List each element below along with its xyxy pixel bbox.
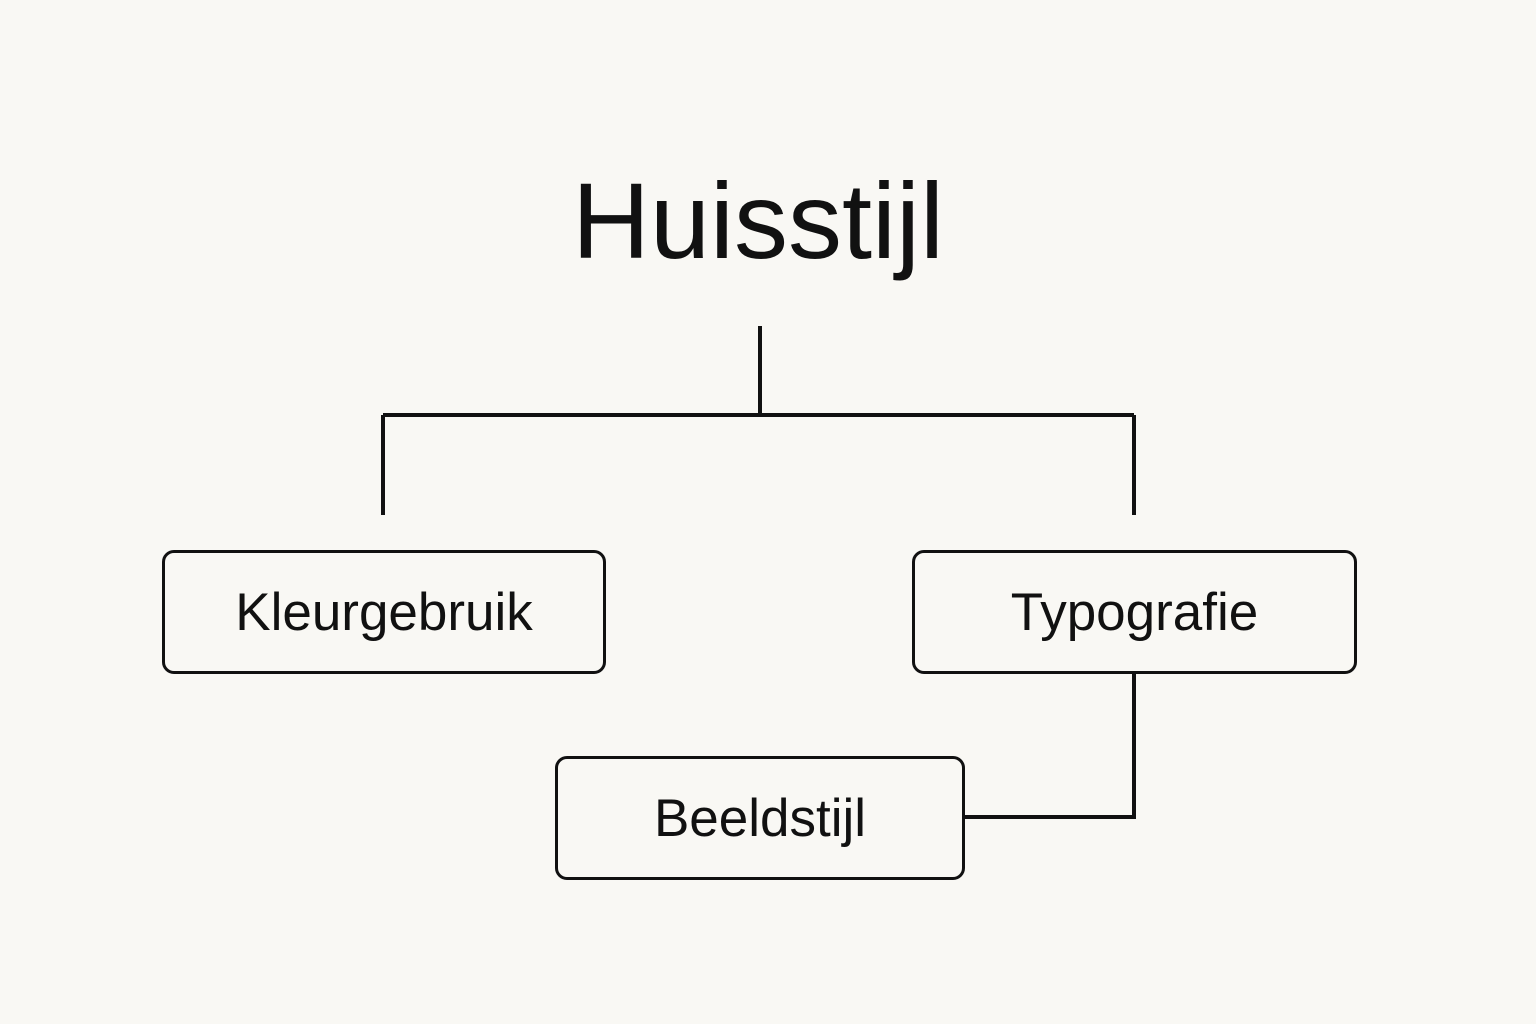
node-beeldstijl: Beeldstijl — [555, 756, 965, 880]
diagram-title: Huisstijl — [571, 160, 945, 281]
node-label-typografie: Typografie — [1010, 582, 1259, 642]
node-kleurgebruik: Kleurgebruik — [162, 550, 606, 674]
node-label-kleurgebruik: Kleurgebruik — [235, 582, 533, 642]
node-typografie: Typografie — [912, 550, 1357, 674]
node-label-beeldstijl: Beeldstijl — [653, 788, 867, 848]
typografie-to-beeldstijl-connector — [965, 674, 1136, 819]
